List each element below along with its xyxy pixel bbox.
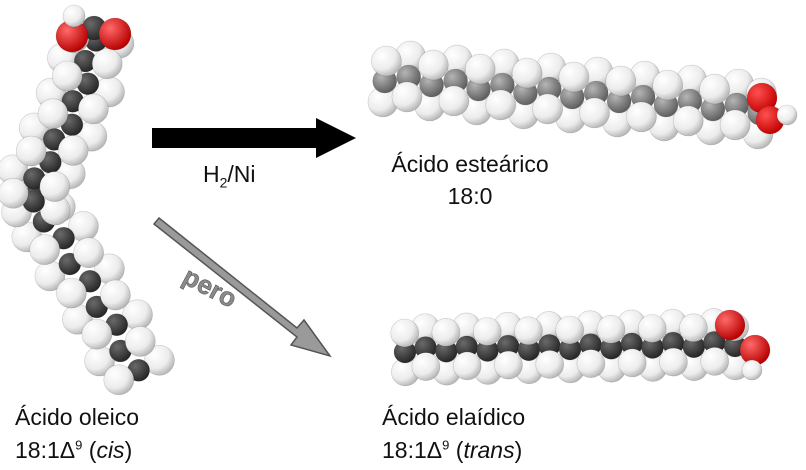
elaidic-formula-position: 9 (442, 437, 450, 453)
oleic-hydrogen-atom (125, 326, 156, 357)
elaidic-hydrogen-atom (659, 347, 688, 377)
stearic-hydrogen-atom (464, 53, 496, 85)
elaidic-hydrogen-atom (700, 347, 730, 376)
elaidic-hydrogen-atom (494, 350, 523, 380)
elaidic-hydrogen-atom (596, 314, 626, 344)
reagent-catalyst: /Ni (227, 161, 256, 187)
oleic-name: Ácido oleico (15, 404, 140, 430)
elaidic-hydrogen-atom (452, 351, 482, 381)
stearic-hydrogen-atom (511, 57, 543, 89)
elaidic-name: Ácido elaídico (382, 404, 526, 430)
elaidic-hydrogen-atom (535, 350, 565, 379)
stearic-hydrogen-atom (485, 89, 517, 121)
oleic-hydrogen-atom (37, 98, 69, 129)
oleic-hydrogen-atom (144, 344, 175, 376)
stearic-hydrogen-atom (579, 97, 610, 129)
elaidic-oxygen-atom (714, 309, 746, 341)
oleic-hydrogen-atom (15, 135, 47, 167)
oleic-acid-molecule (0, 4, 175, 396)
oleic-formula-close: ) (124, 437, 133, 463)
oleic-hydrogen-atom (57, 135, 89, 166)
stearic-hydrogen-atom (417, 49, 449, 81)
stearic-name: Ácido esteárico (391, 151, 549, 177)
elaidic-hydrogen-atom (617, 348, 647, 378)
oleic-hydrogen-atom (103, 364, 135, 396)
oleic-oxygen-atom (98, 17, 132, 51)
oleic-configuration: cis (96, 437, 125, 463)
stearic-hydrogen-atom (719, 109, 751, 141)
reagent-label: H2/Ni (203, 160, 256, 191)
elaidic-hydrogen-atom (390, 318, 420, 348)
elaidic-hydrogen-atom (679, 313, 708, 343)
oleic-formula: 18:1Δ9 (cis) (15, 436, 139, 464)
elaidic-hydrogen-atom (472, 317, 502, 346)
stearic-acid-molecule (367, 40, 798, 150)
oleic-hydrogen-atom (56, 277, 87, 309)
elaidic-formula: 18:1Δ9 (trans) (382, 436, 525, 464)
oleic-hydrogen-atom (91, 48, 123, 80)
elaidic-formula-open: ( (449, 437, 464, 463)
stearic-hydrogen-atom (605, 65, 637, 97)
elaidic-hydrogen-atom (431, 317, 461, 347)
elaidic-hydrogen-atom (576, 349, 606, 378)
elaidic-hydrogen-atom (514, 316, 543, 346)
oleic-formula-position: 9 (75, 437, 83, 453)
oleic-formula-open: ( (82, 437, 97, 463)
oleic-hydrogen-atom (81, 318, 113, 350)
oleic-hydrogen-atom (0, 178, 29, 209)
stearic-hydrogen-atom (391, 81, 423, 113)
elaidic-acid-molecule (390, 308, 771, 387)
elaidic-hydroxyl-hydrogen-atom (741, 359, 763, 381)
oleic-formula-main: 18:1Δ (15, 437, 76, 463)
stearic-hydroxyl-hydrogen-atom (776, 104, 798, 126)
oleic-hydroxyl-hydrogen-atom (62, 4, 86, 28)
stearic-hydrogen-atom (672, 105, 704, 137)
reagent-element: H (203, 161, 220, 187)
oleic-hydrogen-atom (100, 279, 131, 311)
oleic-hydrogen-atom (78, 93, 109, 125)
oleic-hydrogen-atom (39, 171, 71, 202)
elaidic-hydrogen-atom (555, 315, 585, 345)
reagent-subscript: 2 (219, 174, 228, 191)
stearic-hydrogen-atom (558, 61, 590, 93)
stearic-formula: 18:0 (447, 183, 493, 209)
stearic-hydrogen-atom (626, 101, 657, 133)
stearic-hydrogen-atom (652, 69, 684, 101)
oleic-hydrogen-atom (73, 237, 104, 268)
elaidic-label: Ácido elaídico 18:1Δ9 (trans) (382, 403, 525, 464)
elaidic-formula-main: 18:1Δ (382, 437, 443, 463)
oleic-hydrogen-atom (52, 60, 83, 92)
oleic-hydrogen-atom (29, 234, 61, 265)
isomerization-arrow (152, 216, 332, 358)
stearic-label: Ácido esteárico 18:0 (372, 150, 568, 210)
oleic-label: Ácido oleico 18:1Δ9 (cis) (15, 403, 139, 464)
elaidic-configuration: trans (463, 437, 515, 463)
elaidic-hydrogen-atom (637, 314, 667, 343)
stearic-hydrogen-atom (699, 73, 730, 105)
elaidic-hydrogen-atom (411, 352, 441, 381)
stearic-hydrogen-atom (371, 45, 402, 77)
hydrogenation-arrow (152, 118, 356, 158)
elaidic-formula-close: ) (514, 437, 523, 463)
stearic-hydrogen-atom (532, 93, 563, 125)
stearic-hydrogen-atom (438, 85, 470, 117)
